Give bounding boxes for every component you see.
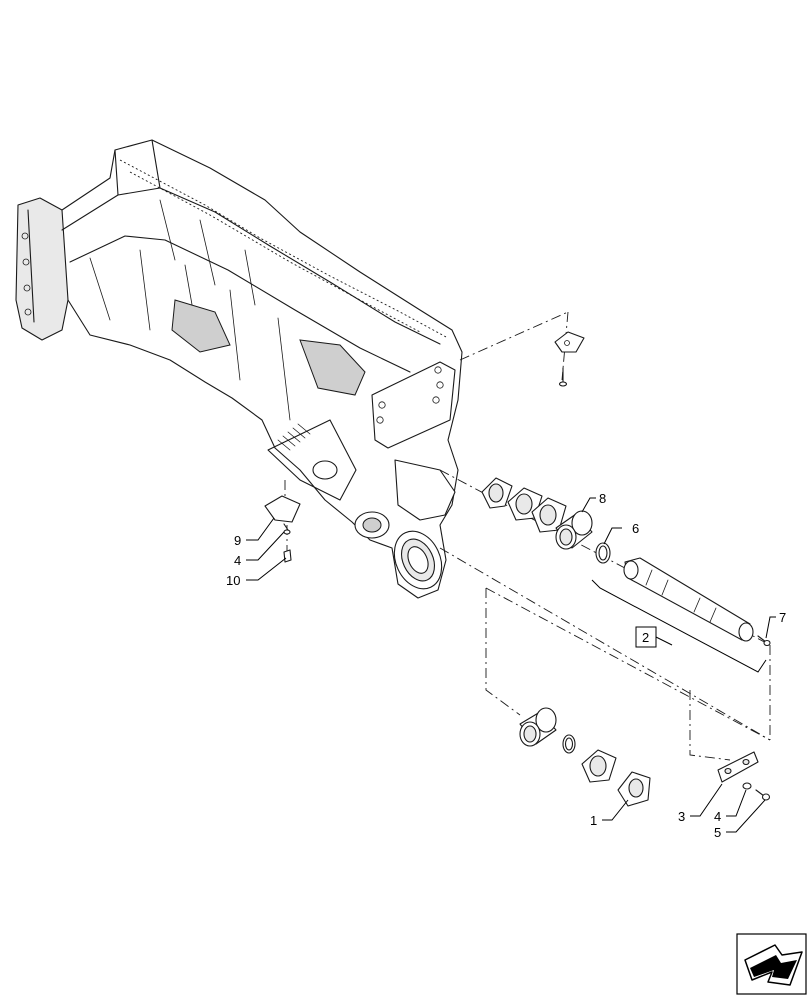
callout-9: 9	[234, 533, 241, 548]
callout-1: 1	[590, 813, 597, 828]
leader-3	[690, 783, 723, 817]
leader-7	[765, 616, 776, 639]
callout-7: 7	[779, 610, 786, 625]
callout-10: 10	[226, 573, 240, 588]
item-2-bracket	[591, 579, 767, 673]
leader-5	[726, 799, 766, 833]
callout-4b: 4	[714, 809, 721, 824]
leader-4b	[726, 789, 747, 817]
upper-exploded-parts	[481, 477, 771, 647]
callout-8: 8	[599, 491, 606, 506]
lower-exploded-parts	[519, 707, 771, 807]
leader-10	[246, 557, 287, 581]
callout-3: 3	[678, 809, 685, 824]
axle-support-casting	[15, 139, 463, 599]
callout-2: 2	[642, 630, 649, 645]
leader-8	[581, 497, 596, 513]
leader-4a	[246, 531, 285, 561]
callout-4a: 4	[234, 553, 241, 568]
top-plate-and-bolt	[554, 331, 585, 387]
leader-1	[602, 799, 629, 821]
leader-6	[603, 527, 622, 545]
page-navigation-arrow-icon[interactable]	[736, 933, 807, 995]
bracket-9-assembly	[264, 495, 301, 563]
callout-5: 5	[714, 825, 721, 840]
callout-6: 6	[632, 521, 639, 536]
leader-9	[246, 517, 275, 541]
callout-labels: 1 2 3 4 5 6 7 8 9 4 10	[226, 491, 786, 840]
